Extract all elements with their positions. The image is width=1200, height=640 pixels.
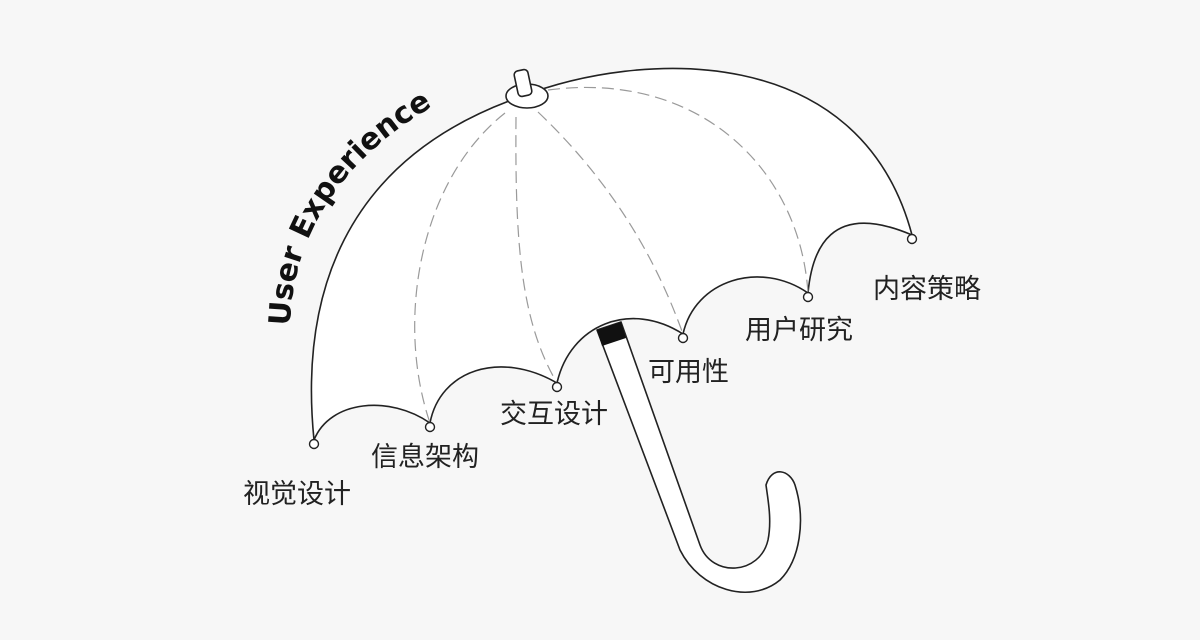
segment-label-interaction-design: 交互设计 bbox=[500, 399, 608, 430]
umbrella-handle bbox=[596, 321, 802, 594]
rib-tip bbox=[802, 291, 814, 303]
umbrella-rib bbox=[515, 116, 558, 384]
segment-label-content-strategy: 内容策略 bbox=[873, 274, 981, 305]
umbrella-rib bbox=[547, 86, 809, 294]
rib-tip bbox=[308, 438, 320, 450]
rib-tip bbox=[424, 421, 436, 433]
umbrella-rib bbox=[537, 111, 684, 335]
segment-label-usability: 可用性 bbox=[648, 357, 729, 388]
rib-tip bbox=[551, 381, 563, 393]
handle-grip bbox=[597, 322, 626, 346]
segment-label-information-architecture: 信息架构 bbox=[371, 442, 479, 473]
umbrella-top-stem bbox=[513, 68, 533, 98]
umbrella-rib bbox=[414, 112, 506, 424]
rib-tip bbox=[677, 332, 689, 344]
rib-tip bbox=[906, 233, 918, 245]
segment-label-visual-design: 视觉设计 bbox=[243, 479, 351, 510]
segment-label-user-research: 用户研究 bbox=[745, 315, 853, 346]
